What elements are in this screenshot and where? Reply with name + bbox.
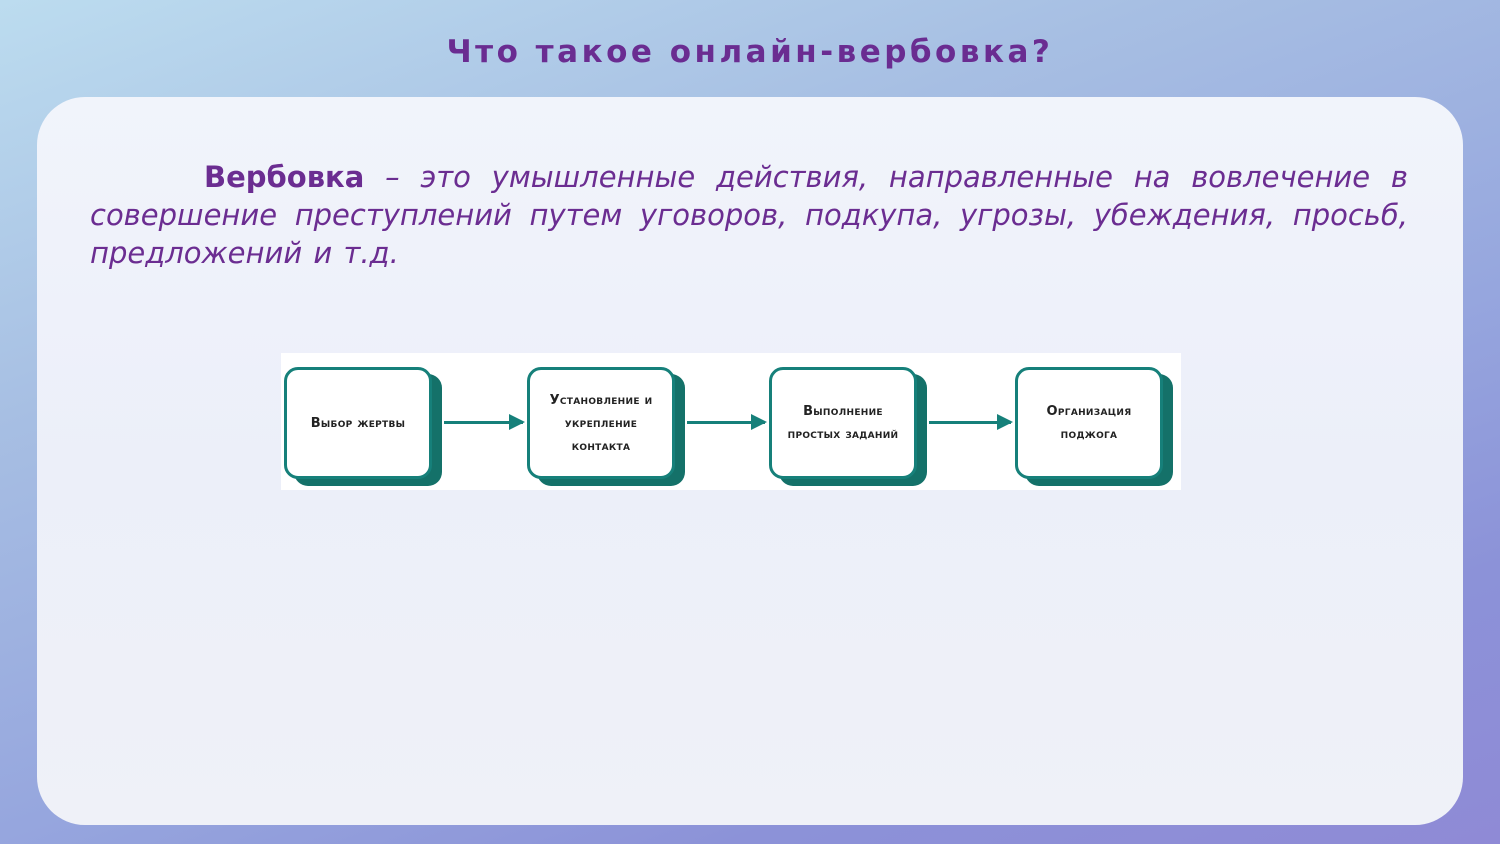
step-label: Выполнение простых заданий [787,404,899,442]
step-label: Установление и укрепление контакта [549,392,653,454]
arrow-icon [687,414,767,430]
step-label: Организация поджога [1046,404,1132,442]
step-box-3: Выполнение простых заданий [769,367,917,479]
slide-title: Что такое онлайн-вербовка? [446,34,1054,70]
step-box-4: Организация поджога [1015,367,1163,479]
definition-paragraph: Вербовка – это умышленные действия, напр… [90,158,1408,272]
step-box-1: Выбор жертвы [284,367,432,479]
definition-term: Вербовка [204,160,365,194]
step-box-2: Установление и укрепление контакта [527,367,675,479]
process-diagram: Выбор жертвы Установление и укрепление к… [281,353,1181,490]
arrow-icon [929,414,1013,430]
arrow-icon [444,414,525,430]
step-label: Выбор жертвы [310,415,406,431]
definition-text: – это умышленные действия, направленные … [90,160,1408,270]
